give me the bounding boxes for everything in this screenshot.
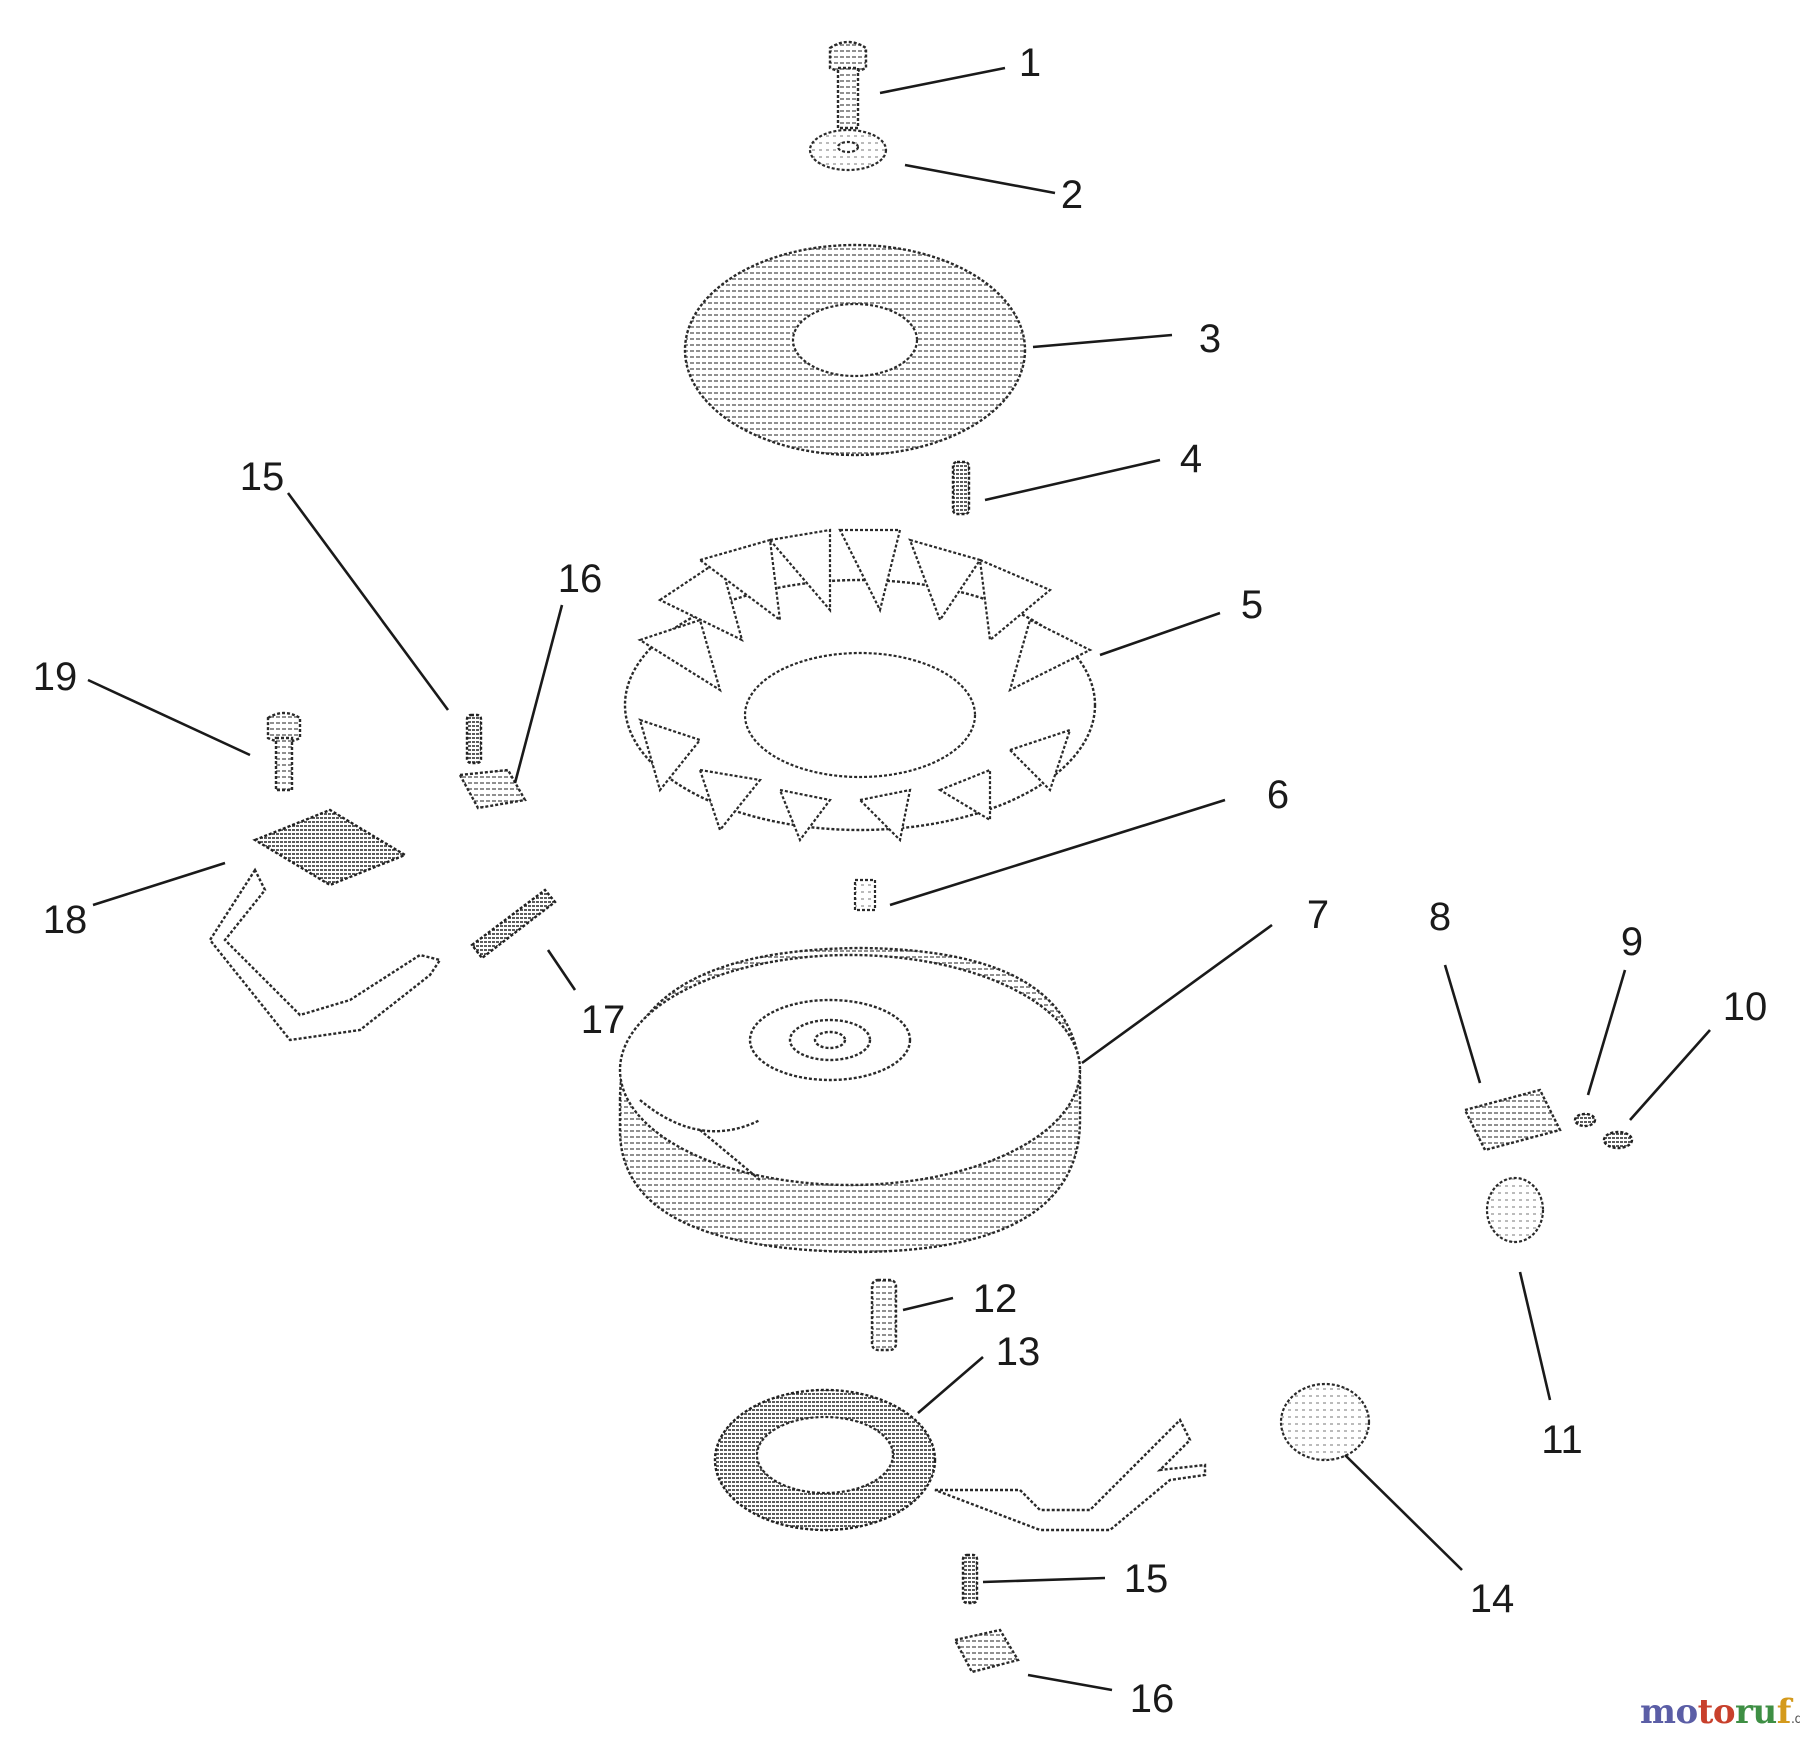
part-16-washer-upper bbox=[458, 768, 527, 810]
part-4-screw bbox=[951, 460, 971, 516]
callout-5: 5 bbox=[1241, 583, 1263, 627]
watermark-part-1: mo bbox=[1640, 1692, 1698, 1732]
part-1-bolt bbox=[828, 40, 868, 130]
callout-12: 12 bbox=[973, 1277, 1018, 1321]
part-9-washer bbox=[1573, 1112, 1597, 1128]
callout-2: 2 bbox=[1061, 173, 1083, 217]
part-2-washer bbox=[808, 128, 888, 172]
callout-3: 3 bbox=[1199, 317, 1221, 361]
part-6-key bbox=[853, 878, 877, 912]
callout-10: 10 bbox=[1723, 985, 1768, 1029]
motoruf-watermark-logo: motoruf.de bbox=[1640, 1692, 1800, 1732]
callout-17: 17 bbox=[581, 998, 626, 1042]
part-8-block bbox=[1463, 1088, 1562, 1152]
part-16-washer-lower bbox=[953, 1628, 1020, 1674]
part-13-starter-cup bbox=[713, 1388, 1207, 1532]
part-10-nut bbox=[1602, 1130, 1634, 1150]
callout-14: 14 bbox=[1470, 1577, 1515, 1621]
watermark-part-3: ru bbox=[1735, 1692, 1777, 1732]
callout-11: 11 bbox=[1541, 1418, 1583, 1462]
part-19-bolt bbox=[266, 711, 302, 792]
watermark-part-4: f bbox=[1776, 1692, 1792, 1732]
part-11-bushing bbox=[1485, 1176, 1545, 1244]
callout-8: 8 bbox=[1429, 895, 1451, 939]
callout-15-lower: 15 bbox=[1124, 1557, 1169, 1601]
callout-18: 18 bbox=[43, 898, 88, 942]
part-18-bracket-handle bbox=[208, 808, 442, 1042]
part-7-flywheel bbox=[618, 946, 1082, 1254]
part-15-screw-upper bbox=[465, 713, 483, 765]
watermark-suffix: .de bbox=[1790, 1712, 1800, 1727]
part-15-screw-lower bbox=[961, 1553, 979, 1605]
callout-16-lower: 16 bbox=[1130, 1677, 1175, 1721]
callout-15-upper: 15 bbox=[240, 455, 285, 499]
callout-9: 9 bbox=[1621, 920, 1643, 964]
callout-19: 19 bbox=[33, 655, 78, 699]
leader-lines bbox=[87, 66, 1711, 1692]
callout-7: 7 bbox=[1307, 893, 1329, 937]
part-12-stud bbox=[870, 1278, 898, 1352]
watermark-part-2: to bbox=[1697, 1692, 1736, 1732]
callout-16-upper: 16 bbox=[558, 557, 603, 601]
part-14-cap bbox=[1279, 1382, 1371, 1462]
callout-6: 6 bbox=[1267, 773, 1289, 817]
callout-4: 4 bbox=[1180, 437, 1202, 481]
part-17-pin bbox=[470, 888, 557, 960]
callout-1: 1 bbox=[1019, 41, 1041, 85]
part-3-screen bbox=[683, 243, 1027, 457]
callout-13: 13 bbox=[996, 1330, 1041, 1374]
part-5-flywheel-fan bbox=[623, 528, 1097, 843]
callout-numbers: 1 2 3 4 5 6 7 8 9 10 11 12 13 14 15 15 1… bbox=[33, 41, 1768, 1721]
